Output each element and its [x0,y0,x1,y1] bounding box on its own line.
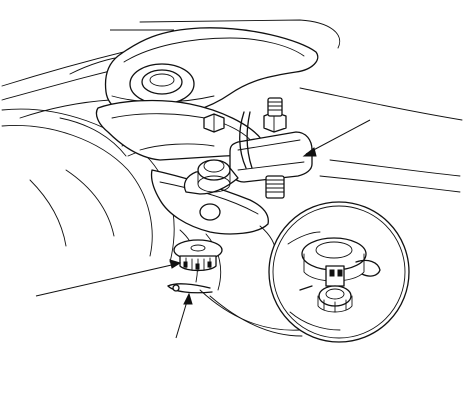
leader-castle-nut-arrowhead [169,259,182,269]
detail-view [268,201,410,343]
bolt-head-small [203,113,225,133]
upper-control-arm [104,27,319,119]
cotter-pin [167,283,213,294]
leader-cotter-pin [175,297,189,339]
leader-tool-arrowhead [302,147,317,157]
ball-joint-stud [197,159,231,193]
leader-castle-nut [35,263,177,297]
steering-knuckle [95,99,269,291]
leader-tool [305,119,371,155]
callout-leaders [35,29,371,339]
castle-nut [173,239,223,272]
leader-cotter-pin-arrowhead [183,292,193,305]
